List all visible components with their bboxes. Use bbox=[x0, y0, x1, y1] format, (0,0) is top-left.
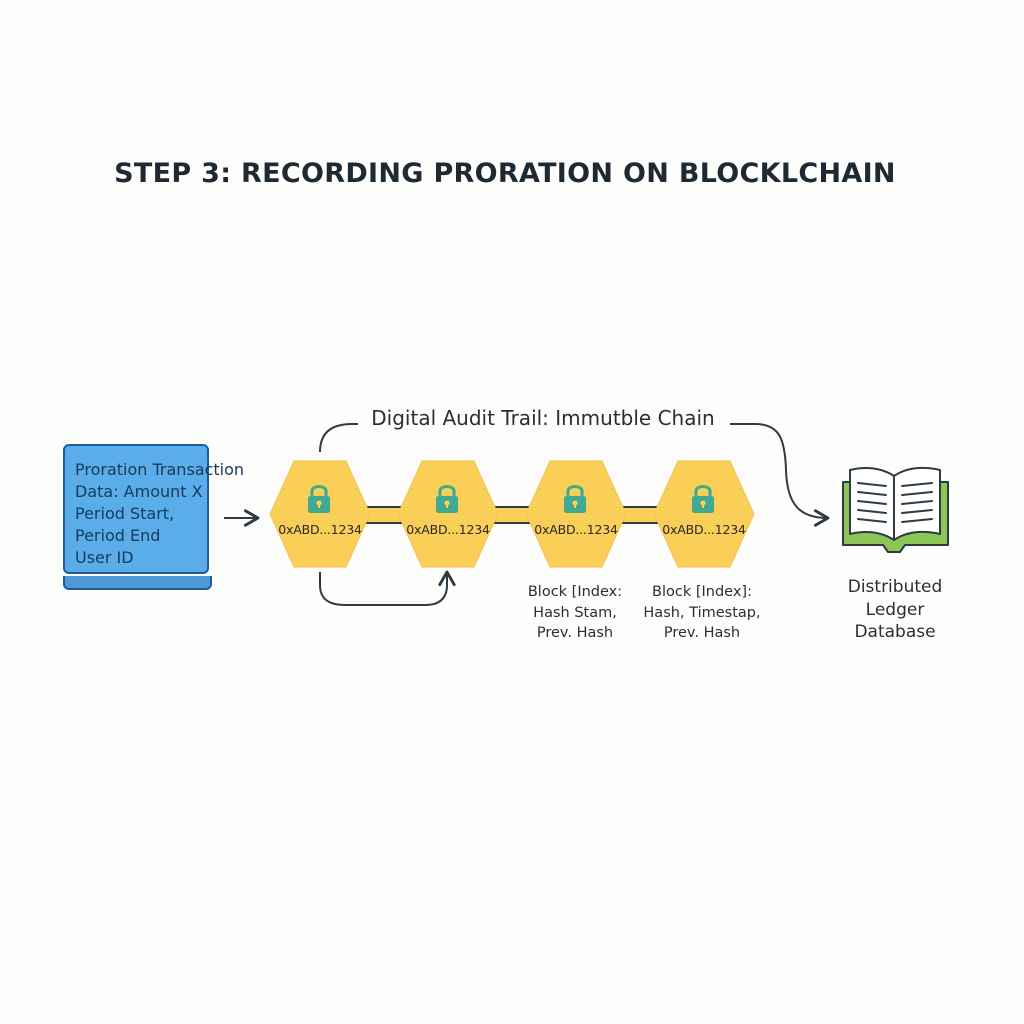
block-4-hash: 0xABD...1234 bbox=[662, 522, 746, 537]
lock-icon bbox=[692, 485, 714, 513]
block-1-hash: 0xABD...1234 bbox=[278, 522, 362, 537]
ledger-label-line: Distributed bbox=[847, 577, 943, 597]
chain-to-ledger-arrow bbox=[730, 423, 830, 527]
transaction-card-base bbox=[63, 576, 212, 590]
transaction-line: Period Start, bbox=[75, 504, 175, 523]
block-hexagon bbox=[653, 460, 755, 568]
transaction-line: Period End bbox=[75, 526, 161, 545]
ledger-label: Distributed Ledger Database bbox=[830, 576, 960, 644]
ledger-label-line: Database bbox=[854, 622, 936, 642]
chain-bracket-left bbox=[319, 423, 358, 453]
caption-line: Prev. Hash bbox=[536, 625, 614, 641]
lock-icon bbox=[308, 485, 330, 513]
transaction-line: Data: Amount X bbox=[75, 482, 203, 501]
lock-icons bbox=[308, 485, 714, 513]
diagram-title: STEP 3: RECORDING PRORATION ON BLOCKLCHA… bbox=[114, 158, 896, 189]
block-3-hash: 0xABD...1234 bbox=[534, 522, 618, 537]
lock-icon bbox=[564, 485, 586, 513]
transaction-card bbox=[63, 444, 209, 574]
ledger-label-line: Ledger bbox=[865, 599, 925, 620]
block-hexagon bbox=[269, 460, 371, 568]
block-4 bbox=[653, 460, 755, 568]
block-hexagon bbox=[525, 460, 627, 568]
block-2 bbox=[397, 460, 499, 568]
open-book-icon bbox=[842, 467, 949, 553]
block-link-arrow bbox=[319, 570, 456, 606]
caption-line: Block [Index: bbox=[527, 584, 623, 600]
caption-line: Prev. Hash bbox=[663, 625, 741, 641]
block-3-caption: Block [Index: Hash Stam, Prev. Hash bbox=[500, 582, 650, 644]
transaction-text: Proration Transaction Data: Amount X Per… bbox=[75, 459, 244, 569]
transaction-line: User ID bbox=[75, 548, 134, 567]
block-1 bbox=[269, 460, 371, 568]
caption-line: Hash Stam, bbox=[533, 604, 617, 621]
block-4-caption: Block [Index]: Hash, Timestap, Prev. Has… bbox=[627, 582, 777, 644]
block-2-hash: 0xABD...1234 bbox=[406, 522, 490, 537]
caption-line: Block [Index]: bbox=[652, 584, 752, 600]
block-hexagon bbox=[397, 460, 499, 568]
blocks bbox=[269, 460, 755, 568]
lock-icon bbox=[436, 485, 458, 513]
caption-line: Hash, Timestap, bbox=[643, 604, 761, 621]
block-3 bbox=[525, 460, 627, 568]
transaction-line: Proration Transaction bbox=[75, 460, 245, 479]
chain-label: Digital Audit Trail: Immutble Chain bbox=[358, 406, 728, 430]
